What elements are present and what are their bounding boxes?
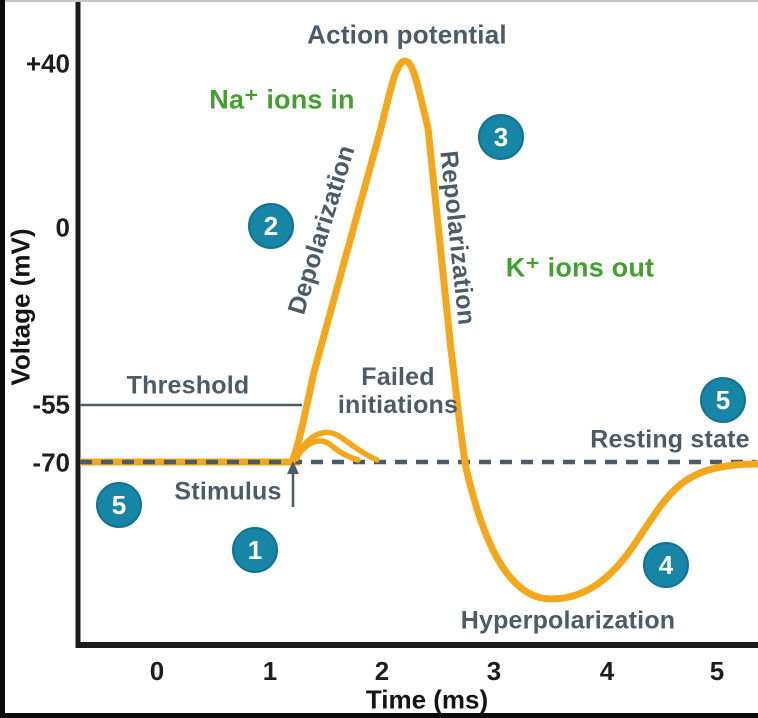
hyperpolarization-label: Hyperpolarization [460,606,676,635]
step-marker-3: 3 [478,114,524,160]
step-marker-1-number: 1 [247,534,263,565]
step-marker-2-number: 2 [263,210,279,241]
stimulus-label: Stimulus [174,477,282,506]
xtick-4: 4 [599,656,615,686]
frame-border-bottom [0,713,758,718]
failed-initiation-curve-large [293,429,380,463]
xtick-1: 1 [262,656,278,686]
threshold-label: Threshold [126,371,250,400]
step-marker-2: 2 [248,203,294,249]
action-potential-label: Action potential [307,19,507,50]
na-ions-in-label: Na⁺ ions in [209,84,355,115]
ytick-minus70: -70 [32,447,70,478]
step-marker-4: 4 [643,542,689,588]
x-axis-title: Time (ms) [365,684,489,715]
failed-initiation-curve-small [293,438,361,463]
step-marker-1: 1 [232,527,278,573]
frame-border-left [0,0,5,718]
ytick-plus40: +40 [25,48,70,79]
k-ions-out-label: K⁺ ions out [505,252,655,283]
ytick-0: 0 [55,212,70,243]
step-marker-3-number: 3 [493,121,509,152]
step-marker-4-number: 4 [658,549,674,580]
xtick-2: 2 [374,656,390,686]
ytick-minus55: -55 [32,389,70,420]
xtick-0: 0 [149,656,165,686]
xtick-5: 5 [709,656,725,686]
xtick-3: 3 [486,656,502,686]
stimulus-arrow-head [287,461,299,474]
failed-initiations-label: Failed initiations [337,363,459,419]
resting-state-label: Resting state [590,425,750,454]
step-marker-5-right: 5 [700,377,746,423]
action-potential-curve [288,57,758,603]
step-marker-5-right-number: 5 [715,384,731,415]
step-marker-5-left-number: 5 [111,489,127,520]
step-marker-5-left: 5 [96,482,142,528]
frame-border-top [0,0,758,2]
y-axis-title: Voltage (mV) [5,228,36,386]
